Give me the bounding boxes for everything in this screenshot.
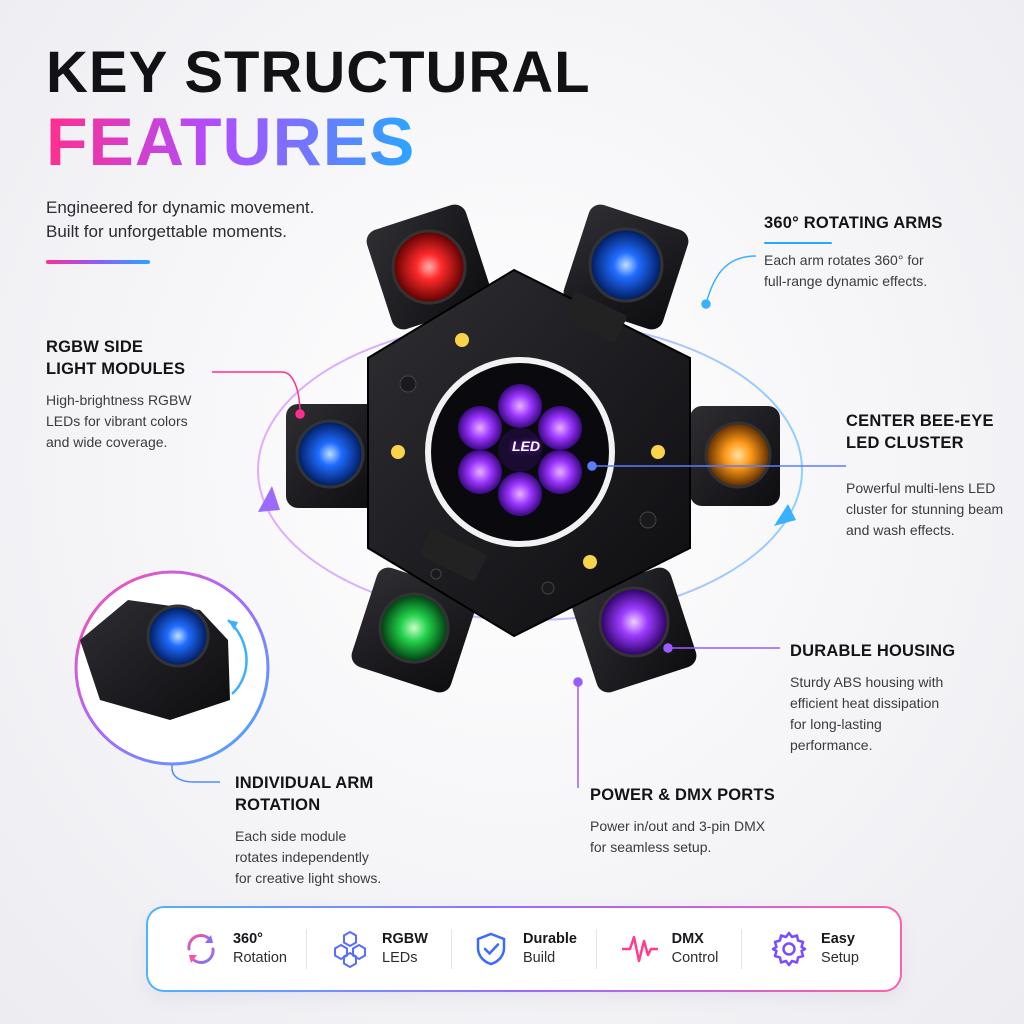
feature-desc-line: for seamless setup. — [590, 839, 712, 855]
bar-text: RGBW LEDs — [382, 930, 428, 968]
bar-divider — [306, 929, 307, 969]
bar-label-primary: Easy — [821, 931, 855, 947]
bee-eye-lens-cluster — [458, 384, 582, 516]
callout-line-rgbw — [212, 371, 305, 419]
feature-desc: High-brightness RGBW LEDs for vibrant co… — [46, 390, 192, 453]
bar-divider — [596, 929, 597, 969]
feature-desc-line: and wide coverage. — [46, 434, 168, 450]
feature-desc-line: cluster for stunning beam — [846, 501, 1004, 517]
feature-title-line: ROTATION — [235, 796, 321, 814]
callout-line-power — [573, 677, 583, 788]
arm-module-purple — [571, 567, 697, 693]
feature-desc-line: for creative light shows. — [235, 870, 382, 886]
feature-title: POWER & DMX PORTS — [590, 786, 775, 804]
tagline-divider — [46, 260, 150, 264]
bar-label-secondary: LEDs — [382, 950, 418, 966]
feature-desc: Powerful multi-lens LED cluster for stun… — [846, 478, 1003, 541]
bar-item-durable: Durable Build — [452, 922, 596, 976]
feature-durable-housing: DURABLE HOUSING Sturdy ABS housing with … — [790, 640, 955, 756]
feature-bee-eye: CENTER BEE-EYE LED CLUSTER Powerful mult… — [846, 410, 1003, 541]
feature-desc-line: full-range dynamic effects. — [764, 273, 928, 289]
feature-desc-line: and wash effects. — [846, 522, 955, 538]
feature-rgbw-modules: RGBW SIDE LIGHT MODULES High-brightness … — [46, 336, 192, 453]
feature-desc: Each side module rotates independently f… — [235, 826, 381, 889]
arm-module-blue-top — [563, 204, 689, 330]
feature-desc-line: Each side module — [235, 828, 347, 844]
feature-title: 360° ROTATING ARMS — [764, 214, 943, 232]
bar-item-setup: Easy Setup — [742, 922, 886, 976]
bar-text: Durable Build — [523, 930, 577, 968]
callout-line-bee-eye — [587, 461, 846, 471]
bar-item-rgbw: RGBW LEDs — [307, 922, 451, 976]
bar-label-secondary: Build — [523, 950, 556, 966]
feature-desc: Power in/out and 3-pin DMX for seamless … — [590, 816, 775, 858]
bar-label-primary: Durable — [523, 931, 577, 947]
indicator-light — [391, 333, 665, 569]
feature-desc-line: Sturdy ABS housing with — [790, 674, 944, 690]
feature-arm-rotation: INDIVIDUAL ARM ROTATION Each side module… — [235, 772, 381, 889]
feature-title-line: LIGHT MODULES — [46, 360, 186, 378]
feature-desc: Each arm rotates 360° for full-range dyn… — [764, 250, 943, 292]
bar-divider — [451, 929, 452, 969]
bar-text: Easy Setup — [821, 930, 859, 968]
screw — [399, 375, 657, 595]
bar-item-dmx: DMX Control — [597, 922, 741, 976]
bar-divider — [741, 929, 742, 969]
bar-label-primary: DMX — [671, 931, 704, 947]
shield-check-icon — [471, 929, 511, 969]
bar-label-secondary: Control — [671, 950, 719, 966]
feature-title-line: LED CLUSTER — [846, 434, 964, 452]
feature-title-line: CENTER BEE-EYE — [846, 412, 994, 430]
feature-title-line: RGBW SIDE — [46, 338, 144, 356]
feature-summary-bar: 360° Rotation RGBW LEDs Durable Build — [146, 906, 902, 992]
feature-desc-line: High-brightness RGBW — [46, 392, 192, 408]
arm-module-red — [366, 204, 492, 330]
feature-power-dmx: POWER & DMX PORTS Power in/out and 3-pin… — [590, 784, 775, 858]
feature-desc-line: Power in/out and 3-pin DMX — [590, 818, 766, 834]
feature-divider — [764, 242, 832, 244]
bar-text: 360° Rotation — [233, 930, 287, 968]
gear-icon — [769, 929, 809, 969]
feature-rotating-arms: 360° ROTATING ARMS Each arm rotates 360°… — [764, 212, 943, 292]
feature-title: DURABLE HOUSING — [790, 642, 956, 660]
arm-module-blue-left — [286, 404, 378, 508]
callout-line-rotating-arms — [701, 255, 757, 309]
feature-desc-line: Each arm rotates 360° for — [764, 252, 924, 268]
callout-line-arm-rotation — [171, 752, 220, 783]
feature-desc-line: LEDs for vibrant colors — [46, 413, 188, 429]
feature-title: RGBW SIDE LIGHT MODULES — [46, 336, 192, 380]
feature-desc-line: efficient heat dissipation — [790, 695, 940, 711]
bar-label-secondary: Rotation — [232, 950, 287, 966]
feature-desc-line: for long-lasting — [790, 716, 882, 732]
feature-title-line: INDIVIDUAL ARM — [235, 774, 374, 792]
feature-desc-line: rotates independently — [235, 849, 369, 865]
feature-title: CENTER BEE-EYE LED CLUSTER — [846, 410, 1003, 454]
arm-module-green — [351, 567, 477, 693]
signal-wave-icon — [620, 929, 660, 969]
tagline-line1: Engineered for dynamic movement. — [46, 198, 315, 217]
bar-label-primary: 360° — [232, 931, 263, 947]
feature-title: INDIVIDUAL ARM ROTATION — [235, 772, 381, 816]
arm-module-amber — [690, 406, 780, 506]
feature-desc-line: performance. — [790, 737, 873, 753]
hexagon-cluster-icon — [330, 929, 370, 969]
page-title-line1: KEY STRUCTURAL — [46, 40, 591, 105]
feature-desc-line: Powerful multi-lens LED — [846, 480, 996, 496]
feature-desc: Sturdy ABS housing with efficient heat d… — [790, 672, 955, 756]
orbit-arrow-icon — [258, 486, 796, 526]
tagline-line2: Built for unforgettable moments. — [46, 222, 287, 241]
page-title-line2: FEATURES — [46, 104, 416, 180]
bar-label-secondary: Setup — [821, 950, 859, 966]
bar-text: DMX Control — [672, 930, 719, 968]
bar-label-primary: RGBW — [382, 931, 428, 947]
rotation-icon — [181, 929, 221, 969]
callout-line-housing — [663, 643, 780, 653]
vent-grille — [419, 292, 627, 581]
led-label: LED — [512, 438, 540, 454]
bar-item-rotation: 360° Rotation — [162, 922, 306, 976]
tagline: Engineered for dynamic movement. Built f… — [46, 196, 314, 244]
arm-rotation-detail — [74, 570, 270, 766]
